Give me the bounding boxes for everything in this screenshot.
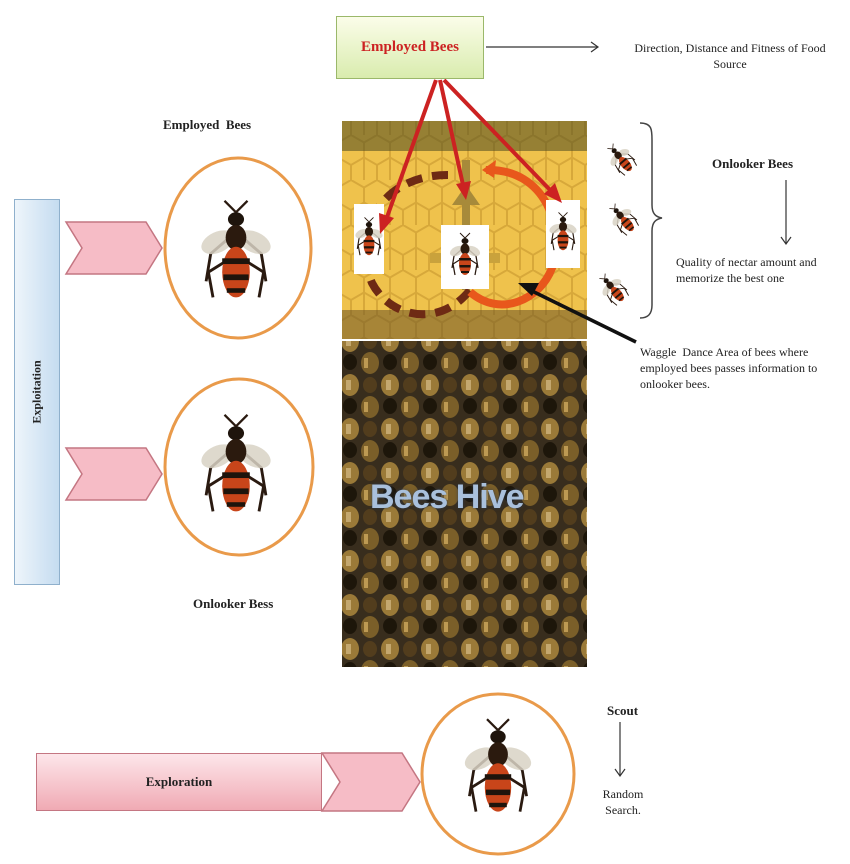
random-search-text: Random Search.: [598, 786, 648, 818]
onlooker-bess-label: Onlooker Bess: [193, 596, 273, 612]
chevron-arrow-employed: [66, 222, 162, 274]
nectar-line-1: Quality of nectar amount and: [676, 254, 846, 270]
bees-hive-label: Bees Hive: [370, 478, 524, 517]
onlooker-small-bee-2-icon: [603, 198, 643, 239]
onlooker-bees-title: Onlooker Bees: [712, 156, 793, 172]
random-search-line-2: Search.: [598, 802, 648, 818]
scout-down-arrow: [615, 722, 625, 776]
exploitation-label: Exploitation: [30, 360, 45, 423]
random-search-line-1: Random: [598, 786, 648, 802]
nectar-line-2: memorize the best one: [676, 270, 846, 286]
employed-bees-box: Employed Bees: [336, 16, 484, 79]
nectar-quality-text: Quality of nectar amount and memorize th…: [676, 254, 846, 286]
scout-label: Scout: [607, 703, 638, 719]
chevron-arrow-scout: [322, 753, 420, 811]
chevron-arrow-onlooker: [66, 448, 162, 500]
onlooker-small-bee-1-icon: [601, 138, 641, 179]
onlooker-bracket: [640, 123, 662, 318]
waggle-line-2: employed bees passes information to: [640, 360, 845, 376]
food-source-arrow: [486, 42, 598, 52]
employed-box-label: Employed Bees: [361, 39, 459, 56]
employed-bees-label: Employed Bees: [163, 117, 251, 133]
waggle-line-1: Waggle Dance Area of bees where: [640, 344, 845, 360]
waggle-line-3: onlooker bees.: [640, 376, 845, 392]
exploration-label: Exploration: [146, 774, 212, 790]
onlooker-down-arrow: [781, 180, 791, 244]
food-source-text: Direction, Distance and Fitness of Food …: [610, 40, 850, 72]
exploration-bar: Exploration: [36, 753, 322, 811]
onlooker-small-bee-3-icon: [593, 268, 633, 309]
food-source-line-2: Source: [610, 56, 850, 72]
food-source-line-1: Direction, Distance and Fitness of Food: [610, 40, 850, 56]
waggle-dance-text: Waggle Dance Area of bees where employed…: [640, 344, 845, 392]
